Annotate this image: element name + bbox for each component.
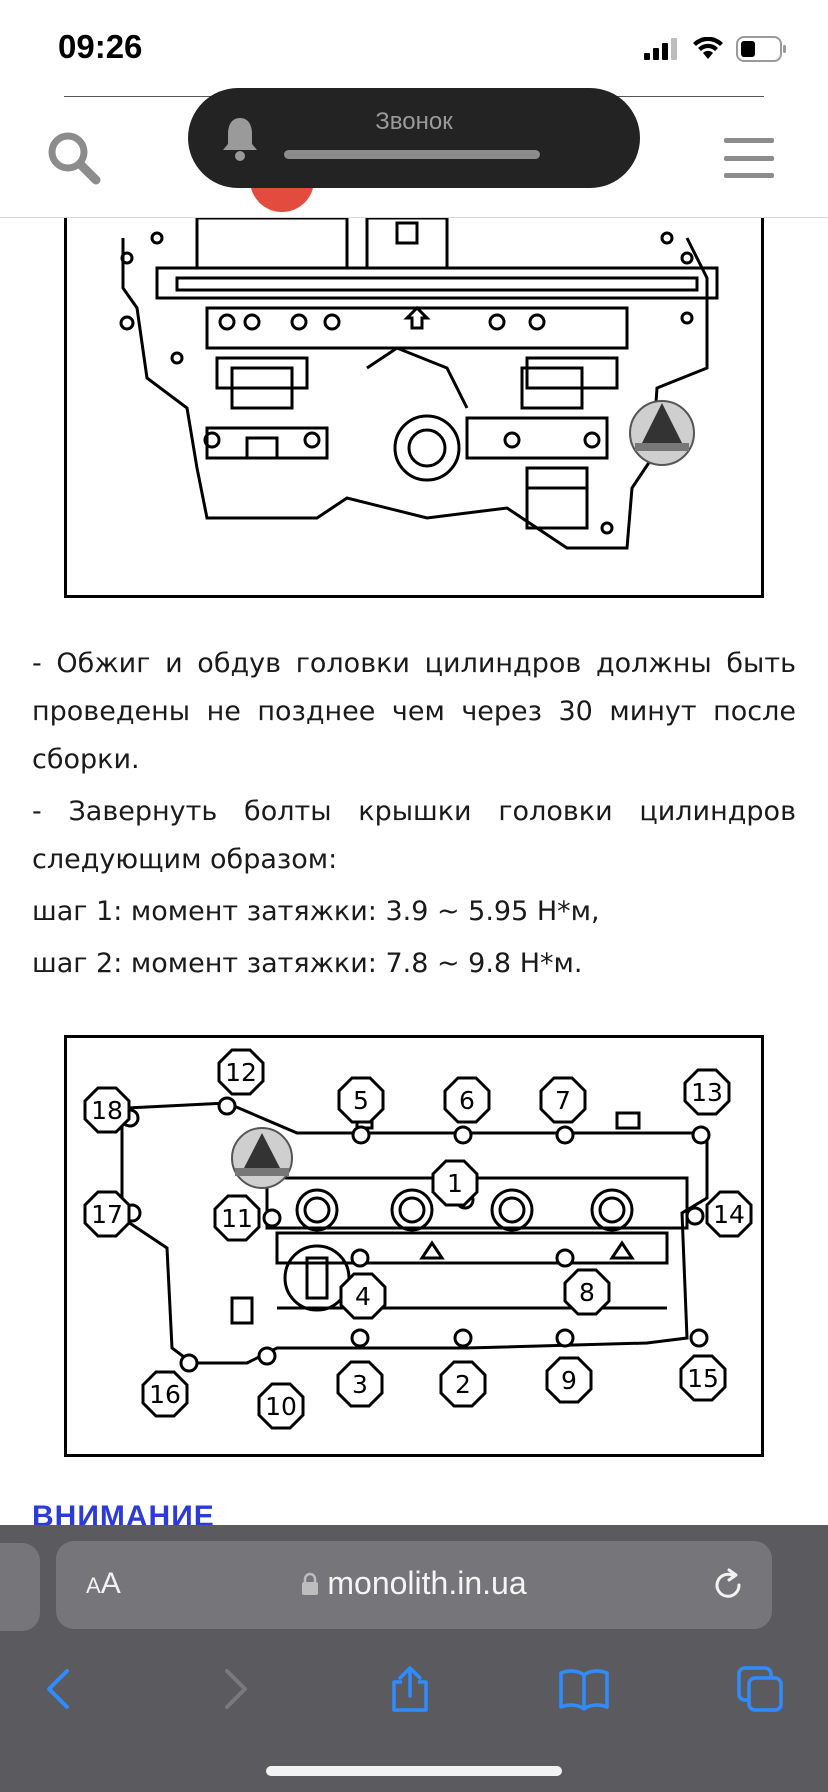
bolt-label: 2 — [439, 1360, 487, 1408]
home-indicator[interactable] — [266, 1766, 562, 1776]
previous-tab-preview[interactable] — [0, 1543, 40, 1631]
engine-drawing — [119, 218, 719, 550]
search-icon — [48, 132, 101, 185]
svg-text:7: 7 — [555, 1086, 571, 1115]
svg-text:17: 17 — [91, 1200, 123, 1229]
bolt-sequence-drawing: 1 2 3 4 5 6 7 8 9 10 11 12 13 14 15 16 1… — [83, 1048, 753, 1430]
wifi-icon — [693, 37, 723, 59]
lock-icon — [302, 1572, 319, 1595]
tabs-button[interactable] — [730, 1659, 790, 1719]
back-button[interactable] — [28, 1659, 88, 1719]
svg-text:5: 5 — [353, 1086, 369, 1115]
forward-icon — [225, 1669, 247, 1709]
svg-text:14: 14 — [713, 1200, 745, 1229]
bolt-label: 13 — [683, 1068, 731, 1116]
menu-line — [724, 173, 774, 178]
share-button[interactable] — [380, 1659, 440, 1719]
status-bar: 09:26 — [0, 0, 828, 96]
svg-text:18: 18 — [91, 1096, 123, 1125]
status-time: 09:26 — [58, 28, 143, 65]
bolt-label: 11 — [213, 1194, 261, 1242]
browser-bottom-bar: AA monolith.in.ua — [0, 1525, 828, 1792]
status-icons — [644, 36, 788, 62]
svg-text:1: 1 — [447, 1169, 463, 1198]
svg-text:16: 16 — [149, 1380, 181, 1409]
bolt-label: 15 — [679, 1354, 727, 1402]
bolt-label: 6 — [443, 1076, 491, 1124]
engine-diagram-top — [64, 218, 764, 598]
bolt-label: 10 — [257, 1382, 305, 1430]
bolt-label: 4 — [339, 1272, 387, 1320]
cellular-signal-icon — [644, 38, 677, 60]
call-notification[interactable]: Звонок — [188, 88, 640, 188]
svg-text:3: 3 — [352, 1370, 368, 1399]
call-title: Звонок — [375, 108, 453, 135]
bolt-label: 16 — [141, 1370, 189, 1418]
url-text: monolith.in.ua — [327, 1565, 527, 1601]
bolt-label: 12 — [217, 1048, 265, 1096]
svg-text:4: 4 — [355, 1282, 371, 1311]
svg-text:12: 12 — [225, 1058, 257, 1087]
text-size-button[interactable]: AA — [86, 1567, 121, 1601]
forward-button[interactable] — [206, 1659, 266, 1719]
hamburger-menu-icon — [724, 138, 774, 143]
back-icon — [47, 1669, 69, 1709]
menu-line — [724, 155, 774, 161]
svg-text:15: 15 — [687, 1364, 719, 1393]
tabs-icon — [737, 1666, 783, 1712]
bookmarks-button[interactable] — [554, 1659, 614, 1719]
battery-icon — [736, 36, 786, 62]
bolt-label: 8 — [563, 1268, 611, 1316]
article-paragraph: - Обжиг и обдув головки цилиндров должны… — [32, 648, 796, 775]
torque-step-2: шаг 2: момент затяжки: 7.8 ~ 9.8 Н*м. — [32, 948, 583, 979]
bolt-label: 18 — [83, 1086, 131, 1134]
bolt-label: 3 — [336, 1360, 384, 1408]
svg-text:13: 13 — [691, 1078, 723, 1107]
browser-toolbar — [0, 1659, 828, 1729]
url-display[interactable]: monolith.in.ua — [56, 1565, 772, 1602]
svg-text:8: 8 — [579, 1278, 595, 1307]
text-size-small-glyph: A — [86, 1573, 101, 1598]
text-size-big-glyph: A — [100, 1567, 121, 1600]
bolt-label: 7 — [539, 1076, 587, 1124]
article-body: - Обжиг и обдув головки цилиндров должны… — [32, 640, 796, 992]
bolt-sequence-diagram: 1 2 3 4 5 6 7 8 9 10 11 12 13 14 15 16 1… — [64, 1035, 764, 1457]
svg-text:11: 11 — [221, 1204, 253, 1233]
search-button[interactable] — [44, 128, 104, 188]
reload-icon[interactable] — [710, 1567, 746, 1603]
article-paragraph: - Завернуть болты крышки головки цилиндр… — [32, 796, 796, 875]
bolt-label: 17 — [83, 1190, 131, 1238]
share-icon — [392, 1666, 428, 1712]
bell-icon — [223, 118, 257, 161]
address-bar[interactable]: AA monolith.in.ua — [56, 1541, 772, 1629]
watermark-logo — [629, 400, 695, 466]
bolt-label: 14 — [705, 1190, 753, 1238]
torque-step-1: шаг 1: момент затяжки: 3.9 ~ 5.95 Н*м, — [32, 896, 600, 927]
svg-text:9: 9 — [561, 1366, 577, 1395]
bookmarks-icon — [559, 1669, 609, 1711]
call-progress-bar — [284, 150, 540, 159]
svg-text:2: 2 — [455, 1370, 471, 1399]
watermark-logo — [231, 1127, 293, 1189]
svg-text:10: 10 — [265, 1392, 297, 1421]
bolt-label: 1 — [431, 1159, 479, 1207]
svg-text:6: 6 — [459, 1086, 475, 1115]
menu-button[interactable] — [724, 138, 774, 178]
bolt-label: 5 — [337, 1076, 385, 1124]
bolt-label: 9 — [545, 1356, 593, 1404]
